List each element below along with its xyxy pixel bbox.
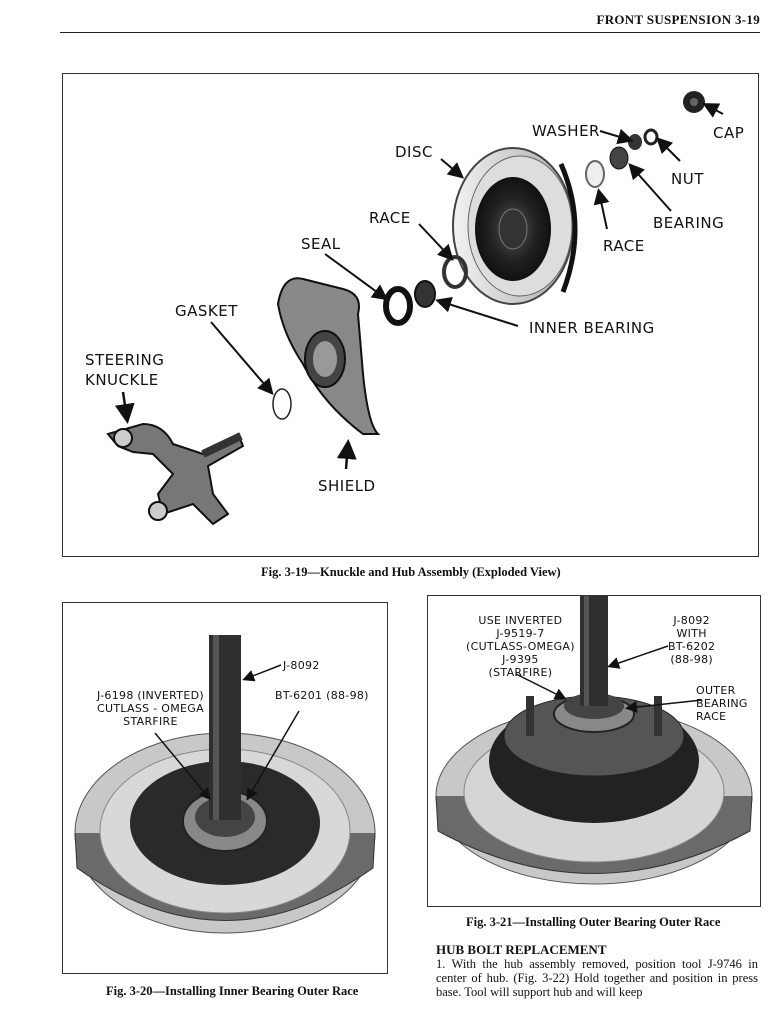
label-disc: DISC [395, 143, 433, 161]
washer-part [628, 134, 642, 150]
figure-3-21: USE INVERTED J-9519-7 (CUTLASS-OMEGA) J-… [427, 595, 761, 907]
section-body-text: 1. With the hub assembly removed, positi… [436, 957, 758, 999]
nut-part [643, 128, 659, 146]
inner-bearing-part [414, 280, 436, 308]
figure-3-20-caption: Fig. 3-20—Installing Inner Bearing Outer… [106, 984, 359, 998]
label-gasket: GASKET [175, 302, 238, 320]
section-title: HUB BOLT REPLACEMENT [436, 942, 607, 957]
page-header: FRONT SUSPENSION 3-19 [60, 8, 760, 33]
figure-3-20: J-8092 J-6198 (INVERTED) CUTLASS - OMEGA… [62, 602, 388, 974]
label-nut: NUT [671, 170, 704, 188]
label-race-top: RACE [369, 209, 411, 227]
gasket-part [272, 388, 292, 420]
label-bt6201: BT-6201 (88-98) [275, 689, 369, 702]
label-use-inverted: USE INVERTED J-9519-7 (CUTLASS-OMEGA) J-… [466, 614, 575, 679]
label-bearing: BEARING [653, 214, 725, 232]
label-outer-bearing-race: OUTER BEARING RACE [696, 684, 748, 723]
seal-part [383, 286, 413, 326]
figure-3-19: WASHER CAP DISC NUT RACE BEARING SEAL RA… [62, 73, 759, 557]
label-j6198: J-6198 (INVERTED) CUTLASS - OMEGA STARFI… [97, 689, 204, 728]
label-washer: WASHER [532, 122, 600, 140]
label-inner-bearing: INNER BEARING [529, 319, 655, 337]
label-steering-knuckle: STEERING KNUCKLE [85, 351, 165, 389]
outer-bearing-part [609, 146, 629, 170]
page-header-title: FRONT SUSPENSION 3-19 [596, 12, 760, 27]
label-cap: CAP [713, 124, 745, 142]
inner-race-install-illustration [74, 635, 376, 934]
label-j8092-with: J-8092 WITH BT-6202 (88-98) [668, 614, 716, 666]
outer-race-install-illustration [435, 596, 753, 885]
outer-race-part [585, 160, 605, 188]
label-shield: SHIELD [318, 477, 376, 495]
label-race-right: RACE [603, 237, 645, 255]
label-seal: SEAL [301, 235, 341, 253]
figure-3-21-caption: Fig. 3-21—Installing Outer Bearing Outer… [466, 915, 721, 929]
exploded-view-illustration [106, 91, 724, 526]
figure-3-19-caption: Fig. 3-19—Knuckle and Hub Assembly (Expl… [261, 565, 561, 579]
label-j8092: J-8092 [283, 659, 320, 672]
race-part [442, 255, 468, 289]
